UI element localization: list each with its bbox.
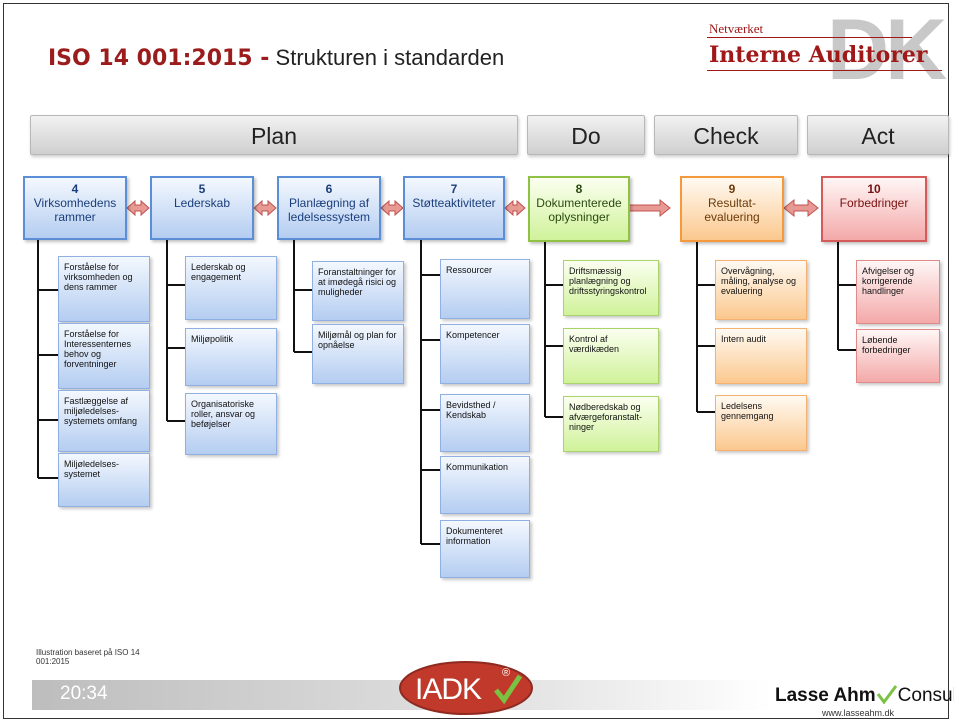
title-iso: ISO 14 001:2015 - [48, 46, 270, 71]
logo-dk-letters: DK [827, 2, 947, 98]
connector-9 [696, 242, 715, 413]
sub-item: Organisatoriske roller, ansvar og beføje… [185, 393, 277, 455]
sub-item: Kompetencer [440, 324, 530, 384]
page-title: ISO 14 001:2015 - Strukturen i standarde… [48, 45, 504, 71]
connector-6 [293, 240, 312, 353]
clause-number: 10 [867, 182, 881, 196]
sub-item: Løbende forbedringer [856, 329, 940, 383]
clause-label: Forbedringer [839, 196, 909, 210]
sub-item: Driftsmæssig planlægning og driftsstyrin… [563, 260, 659, 316]
sub-item: Miljøpolitik [185, 328, 277, 386]
arrow-5-6 [253, 199, 277, 217]
title-rest: Strukturen i standarden [269, 45, 505, 70]
clause-number: 6 [325, 182, 333, 196]
connector-10 [837, 242, 856, 351]
lasse-consult: Consult [897, 685, 954, 706]
slide-frame [3, 3, 949, 719]
iadk-logo: ® [399, 661, 533, 715]
arrow-6-7 [380, 199, 404, 217]
lasse-name: Lasse Ahm [775, 685, 876, 706]
clause-number: 4 [71, 182, 79, 196]
lasse-url: www.lasseahm.dk [822, 708, 895, 718]
sub-item: Dokumenteret information [440, 520, 530, 578]
phase-act: Act [807, 115, 949, 155]
sub-item: Ledelsens gennemgang [715, 395, 807, 451]
sub-item: Foranstaltninger for at imødegå risici o… [312, 261, 404, 321]
clause-4-box: 4 Virksomhedens rammer [23, 176, 127, 240]
registered-mark: ® [502, 667, 510, 679]
sub-item: Afvigelser og korrigerende handlinger [856, 260, 940, 324]
clause-number: 5 [198, 182, 206, 196]
illustration-note: Illustration baseret på ISO 14 001:2015 [36, 648, 140, 666]
netvaerket-logo: DK Netværket Interne Auditorer [707, 2, 947, 98]
sub-item: Forståelse for virksomheden og dens ramm… [58, 256, 150, 322]
clause-label: Planlægning af ledelsessystem [287, 196, 371, 224]
connector-5 [166, 240, 185, 422]
connector-8 [544, 242, 563, 418]
clause-5-box: 5 Lederskab [150, 176, 254, 240]
phase-check: Check [654, 115, 798, 155]
check-icon [876, 685, 897, 705]
sub-item: Bevidsthed / Kendskab [440, 394, 530, 452]
iadk-text: IADK [415, 673, 482, 706]
arrow-9-10 [783, 198, 819, 218]
clause-number: 8 [575, 182, 583, 196]
slide-time: 20:34 [60, 683, 108, 704]
clause-9-box: 9 Resultat-evaluering [680, 176, 784, 242]
sub-item: Ressourcer [440, 259, 530, 319]
phase-plan: Plan [30, 115, 518, 155]
lasse-ahm-logo: Lasse Ahm Consult [775, 684, 954, 707]
sub-item: Intern audit [715, 328, 807, 384]
sub-item: Overvågning, måling, analyse og evalueri… [715, 260, 807, 320]
sub-item: Forståelse for Interessenternes behov og… [58, 323, 150, 389]
clause-label: Resultat-evaluering [704, 196, 760, 224]
sub-item: Lederskab og engagement [185, 256, 277, 320]
clause-8-box: 8 Dokumenterede oplysninger [528, 176, 630, 242]
clause-number: 9 [728, 182, 736, 196]
logo-line [707, 37, 912, 38]
arrows [126, 198, 819, 218]
clause-label: Dokumenterede oplysninger [536, 196, 622, 224]
clause-6-box: 6 Planlægning af ledelsessystem [277, 176, 381, 240]
clause-10-box: 10 Forbedringer [821, 176, 927, 242]
connector-7 [420, 240, 440, 545]
logo-interne-auditorer: Interne Auditorer [709, 42, 928, 68]
sub-item: Fastlæggelse af miljøledelses-systemets … [58, 390, 150, 452]
arrow-4-5 [126, 199, 150, 217]
clause-label: Virksomhedens rammer [33, 196, 117, 224]
connector-4 [37, 240, 58, 479]
logo-netvaerket: Netværket [709, 21, 764, 36]
sub-item: Kommunikation [440, 456, 530, 514]
checkmark-icon [494, 674, 523, 705]
phase-do: Do [527, 115, 645, 155]
arrow-7-8 [504, 199, 526, 217]
clause-label: Støtteaktiviteter [412, 196, 496, 210]
logo-main-a: Interne Au [709, 42, 842, 68]
logo-line [707, 70, 942, 71]
clause-7-box: 7 Støtteaktiviteter [403, 176, 505, 240]
sub-item: Miljømål og plan for opnåelse [312, 324, 404, 384]
sub-item: Kontrol af værdikæden [563, 328, 659, 384]
clause-number: 7 [450, 182, 458, 196]
clause-label: Lederskab [173, 196, 231, 210]
logo-main-b: ditorer [841, 42, 928, 68]
tree-lines [37, 240, 856, 545]
sub-item: Miljøledelses-systemet [58, 453, 150, 507]
sub-item: Nødberedskab og afværgeforanstalt-ninger [563, 396, 659, 452]
